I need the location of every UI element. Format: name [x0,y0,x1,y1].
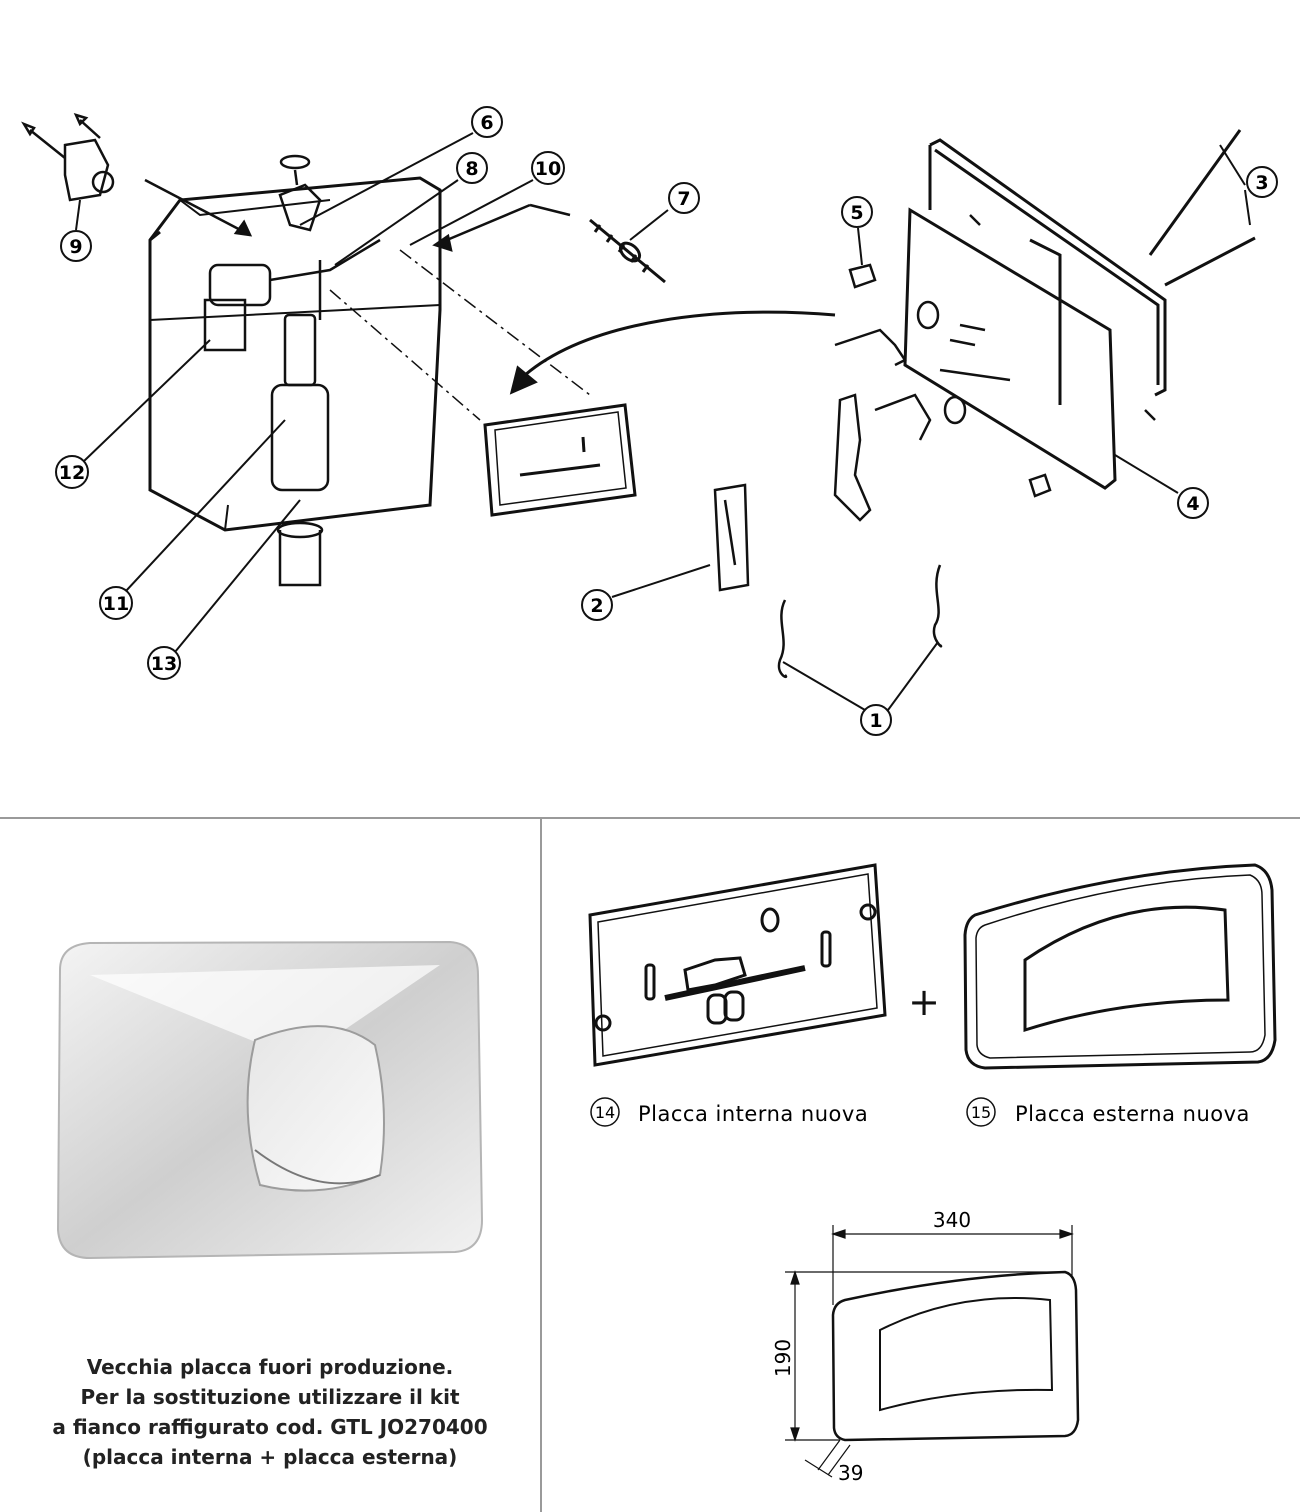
callout-9: 9 [60,230,92,262]
dimension-lines [785,1225,1074,1478]
inner-plate-drawing [588,863,887,1067]
svg-text:4: 4 [1186,493,1199,515]
svg-text:3: 3 [1255,172,1268,194]
callout-11: 11 [99,586,133,620]
svg-text:14: 14 [595,1103,615,1122]
callout-12: 12 [55,455,89,489]
svg-text:6: 6 [480,112,493,134]
dashed-guides [329,249,591,421]
arrows-cistern [144,178,571,252]
callout-3: 3 [1246,166,1278,198]
svg-text:15: 15 [971,1103,991,1122]
callout-6: 6 [471,106,503,138]
flush-valve [270,313,330,587]
callout-5: 5 [841,196,873,228]
clips-part-1 [777,564,943,679]
caption-line-4: (placca interna + placca esterna) [82,1445,458,1469]
caption-line-3: a fianco raffigurato cod. GTL JO270400 [52,1415,488,1439]
dimension-height: 190 [771,1339,795,1377]
old-plate-photo [56,940,484,1260]
svg-text:13: 13 [151,653,177,675]
callout-13: 13 [147,646,181,680]
screw-part-7 [589,218,666,284]
svg-text:7: 7 [677,188,690,210]
svg-text:11: 11 [103,593,129,615]
svg-text:Placca esterna nuova: Placca esterna nuova [1015,1102,1250,1126]
dimension-width: 340 [933,1208,971,1232]
caption-line-2: Per la sostituzione utilizzare il kit [80,1385,460,1409]
callout-1: 1 [860,704,892,736]
float-valve [203,238,381,352]
legend-inner: 14 Placca interna nuova [590,1097,868,1127]
svg-text:2: 2 [590,595,603,617]
svg-text:8: 8 [465,158,478,180]
curved-arrow [509,310,836,395]
callout-7: 7 [668,182,700,214]
callout-8: 8 [456,152,488,184]
dimension-depth: 39 [838,1461,863,1485]
svg-text:Placca interna nuova: Placca interna nuova [638,1102,868,1126]
cistern-body [148,176,442,532]
bracket-part-2 [713,483,750,592]
outer-plate-drawing [963,863,1277,1070]
plus-sign: + [908,980,940,1024]
svg-text:10: 10 [535,158,561,180]
dimension-plate [831,1270,1080,1442]
top-lid-part [278,154,322,232]
frame-part-3 [928,129,1256,397]
caption-line-1: Vecchia placca fuori produzione. [86,1355,454,1379]
callout-10: 10 [531,151,565,185]
svg-text:9: 9 [69,236,82,258]
callout-4: 4 [1177,487,1209,519]
lever-parts [833,300,1011,522]
svg-text:12: 12 [59,462,85,484]
old-plate-caption: Vecchia placca fuori produzione. Per la … [0,1352,540,1472]
legend-outer: 15 Placca esterna nuova [966,1097,1250,1127]
small-inner-plate [483,403,637,517]
mounting-plate-part-4 [903,207,1117,490]
callout-2: 2 [581,589,613,621]
svg-text:1: 1 [869,710,882,732]
callout-leaders [75,132,1251,711]
small-screws [848,214,1156,498]
key-part [21,113,115,202]
svg-text:5: 5 [850,202,863,224]
